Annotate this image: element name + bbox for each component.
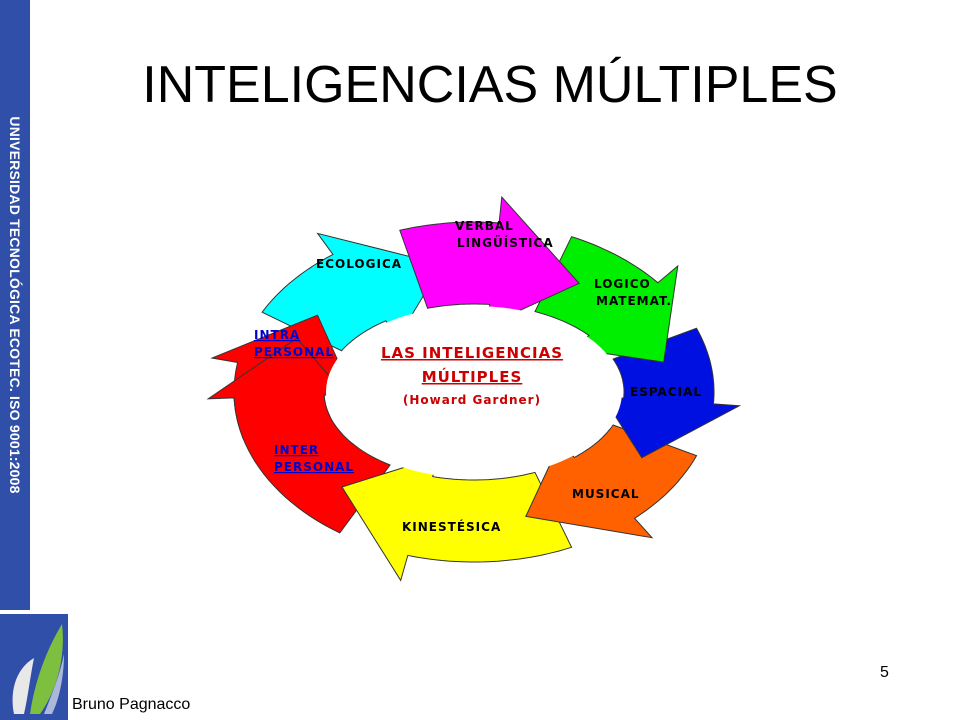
side-band: UNIVERSIDAD TECNOLÓGICA ECOTEC. ISO 9001… [0, 0, 30, 610]
arrow-segment-kinestesica [341, 455, 573, 582]
arrow-segment-logico [534, 236, 679, 363]
ecotec-logo [0, 614, 68, 720]
segment-label-intrapersonal-2: PERSONAL [254, 345, 334, 359]
segment-label-logico-2: MATEMAT. [596, 294, 672, 308]
center-subtitle: (Howard Gardner) [403, 393, 541, 407]
segment-label-interpersonal-2: PERSONAL [274, 460, 354, 474]
arrow-segment-verbal [399, 195, 580, 327]
slide-title: INTELIGENCIAS MÚLTIPLES [142, 56, 838, 114]
page-number: 5 [880, 664, 889, 681]
segment-label-musical-1: MUSICAL [572, 487, 640, 501]
segment-label-interpersonal-1: INTER [274, 443, 319, 457]
author-name: Bruno Pagnacco [72, 696, 191, 713]
center-title-line2: MÚLTIPLES [422, 367, 523, 386]
segment-label-verbal-2: LINGÜÍSTICA [457, 235, 554, 250]
segment-label-espacial-1: ESPACIAL [630, 385, 702, 399]
center-title-line1: LAS INTELIGENCIAS [381, 344, 563, 362]
segment-label-kinestesica-1: KINESTÉSICA [402, 519, 501, 534]
arrow-segment-interpersonal [206, 337, 391, 534]
segment-label-logico-1: LOGICO [594, 277, 651, 291]
segment-label-ecologica-1: ECOLOGICA [316, 257, 402, 271]
center-area [326, 306, 622, 478]
arrow-segment-espacial [601, 327, 742, 459]
segment-label-verbal-1: VERBAL [455, 219, 514, 233]
segment-label-intrapersonal-1: INTRA [254, 328, 300, 342]
